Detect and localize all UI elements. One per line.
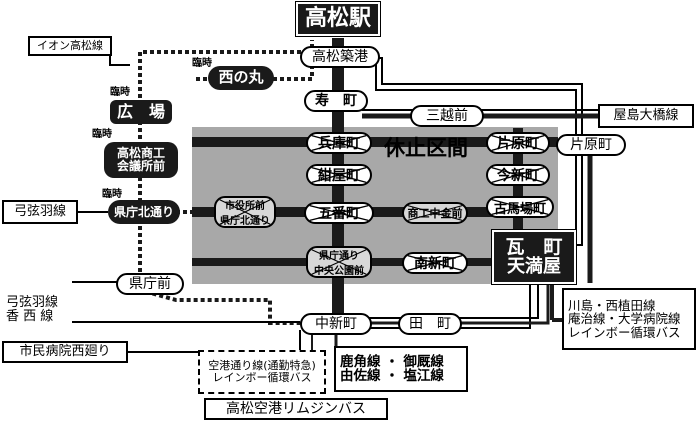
imashin-closed-stop: 今新町 bbox=[486, 164, 550, 186]
kobaba-closed-stop: 古馬場町 bbox=[486, 196, 554, 218]
minamishin-closed-stop: 南新町 bbox=[402, 252, 468, 274]
chuokoen-closed-stop: 県庁通り中央公園前 bbox=[306, 246, 372, 278]
kenchokita-rinji-tag: 臨時 bbox=[102, 188, 122, 200]
shoko-rinji-tag: 臨時 bbox=[92, 128, 112, 140]
south-loop-thick bbox=[300, 283, 550, 325]
airport-lines-label: 空港通り線(通勤特急) レインボー循環バス bbox=[198, 350, 326, 394]
aeon-connector bbox=[109, 46, 130, 66]
hyogo-closed-stop: 兵庫町 bbox=[306, 132, 372, 154]
shiyakusho-closed-stop: 市役所前県庁北通り bbox=[214, 196, 276, 228]
kenchokita-stop: 県庁北通り bbox=[108, 200, 180, 224]
hiroba-stop: 広 場 bbox=[110, 100, 172, 124]
kanoike-lines-label: 鹿角線 ・ 御厩線 由佐線 ・ 塩江線 bbox=[334, 346, 468, 392]
kawaramachi-tenmaya-station: 瓦 町 天満屋 bbox=[491, 229, 577, 285]
aeon-line-label: イオン高松線 bbox=[28, 36, 112, 56]
suspended-zone-title: 休止区間 bbox=[384, 135, 468, 160]
west-dotted-route-upper bbox=[138, 50, 336, 100]
shoko-kaigisho-stop: 高松商工会議所前 bbox=[104, 142, 178, 178]
yugeha-kosai-lines-label: 弓弦羽線 香 西 線 bbox=[6, 295, 59, 324]
kataharamachi-closed-stop: 片原町 bbox=[486, 132, 550, 154]
airport-limousine-label: 高松空港リムジンバス bbox=[204, 398, 388, 420]
west-dotted-route-lower bbox=[138, 100, 300, 325]
hiroba-rinji-tag: 臨時 bbox=[110, 86, 130, 98]
chikko-stop: 高松築港 bbox=[300, 46, 380, 68]
goban-closed-stop: 五番町 bbox=[304, 202, 374, 224]
shimin-byoin-line-label: 市民病院西廻り bbox=[2, 341, 128, 363]
nakashin-stop: 中新町 bbox=[300, 313, 372, 335]
nishinomaru-stop: 西の丸 bbox=[208, 66, 274, 90]
den-stop: 田 町 bbox=[398, 313, 462, 335]
kotobuki-stop: 寿 町 bbox=[304, 90, 368, 112]
yashima-ohashi-line-label: 屋島大橋線 bbox=[598, 104, 694, 128]
shokochukin-closed-stop: 商工中金前 bbox=[402, 202, 468, 224]
kataharamachi-stop: 片原町 bbox=[556, 134, 626, 156]
mitsukoshi-stop: 三越前 bbox=[410, 105, 484, 127]
yugeha-line-label: 弓弦羽線 bbox=[2, 200, 78, 224]
kenchomae-stop: 県庁前 bbox=[116, 273, 184, 295]
takamatsu-station-label: 高松駅 bbox=[295, 1, 381, 37]
nishinomaru-rinji-tag: 臨時 bbox=[192, 57, 212, 69]
konya-closed-stop: 紺屋町 bbox=[306, 164, 372, 186]
kawashima-lines-label: 川島・西植田線 庵治線・大学病院線 レインボー循環バス bbox=[562, 288, 696, 350]
